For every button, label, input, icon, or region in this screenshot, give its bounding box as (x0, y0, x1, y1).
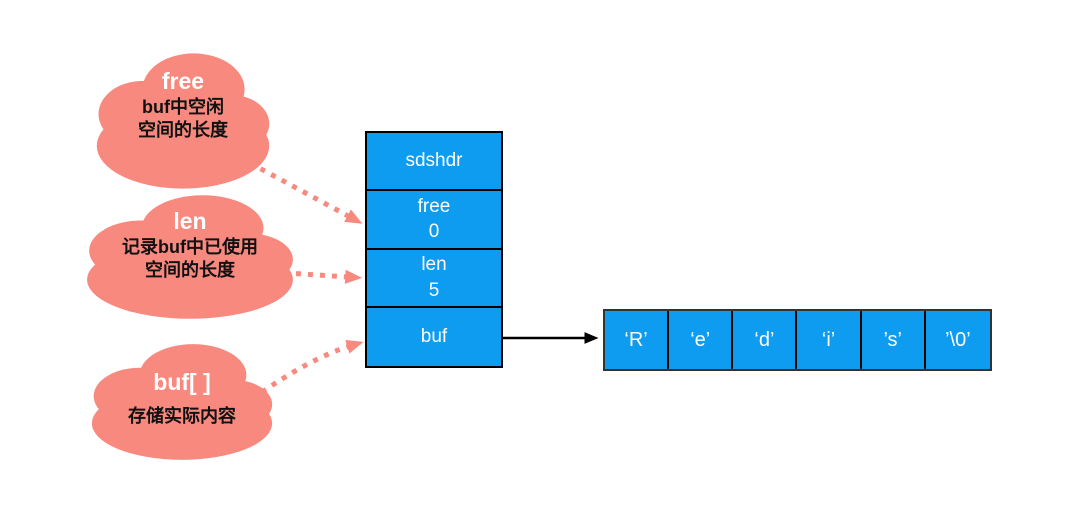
cloud-buf-title: buf[ ] (153, 369, 211, 395)
char-cell-null: ’\0’ (925, 311, 990, 369)
cloud-len-line1: 记录buf中已使用 (122, 236, 258, 257)
cloud-len: len 记录buf中已使用 空间的长度 (85, 194, 295, 320)
struct-label: len (421, 253, 447, 275)
struct-row-free: free 0 (367, 191, 501, 250)
struct-label: buf (420, 326, 448, 348)
cloud-buf: buf[ ] 存储实际内容 (90, 343, 274, 461)
cloud-free-title: free (161, 68, 205, 94)
cloud-free: free buf中空闲 空间的长度 (95, 52, 271, 190)
char-array: ‘R’ ‘e’ ‘d’ ‘i’ ’s’ ’\0’ (603, 309, 992, 371)
cloud-buf-line1: 存储实际内容 (128, 405, 236, 426)
cloud-len-line2: 空间的长度 (145, 260, 235, 281)
struct-value: 0 (428, 221, 440, 243)
char-cell-e: ‘e’ (669, 311, 734, 369)
char-cell-s: ’s’ (861, 311, 926, 369)
struct-row-len: len 5 (367, 249, 501, 308)
struct-row-buf: buf (367, 307, 501, 366)
struct-label: sdshdr (405, 150, 463, 172)
sdshdr-struct: sdshdr free 0 len 5 buf (365, 131, 503, 368)
struct-row-sdshdr: sdshdr (367, 133, 501, 192)
char-cell-d: ‘d’ (733, 311, 798, 369)
char-cell-i: ‘i’ (797, 311, 862, 369)
cloud-free-line2: 空间的长度 (138, 120, 228, 141)
cloud-free-line1: buf中空闲 (142, 96, 224, 117)
cloud-shape-icon (91, 344, 273, 460)
char-cell-R: ‘R’ (605, 311, 670, 369)
cloud-shape-icon (96, 53, 270, 189)
cloud-shape-icon (87, 195, 293, 319)
struct-label: free (417, 195, 451, 217)
struct-value: 5 (428, 279, 440, 301)
cloud-len-title: len (173, 208, 207, 234)
